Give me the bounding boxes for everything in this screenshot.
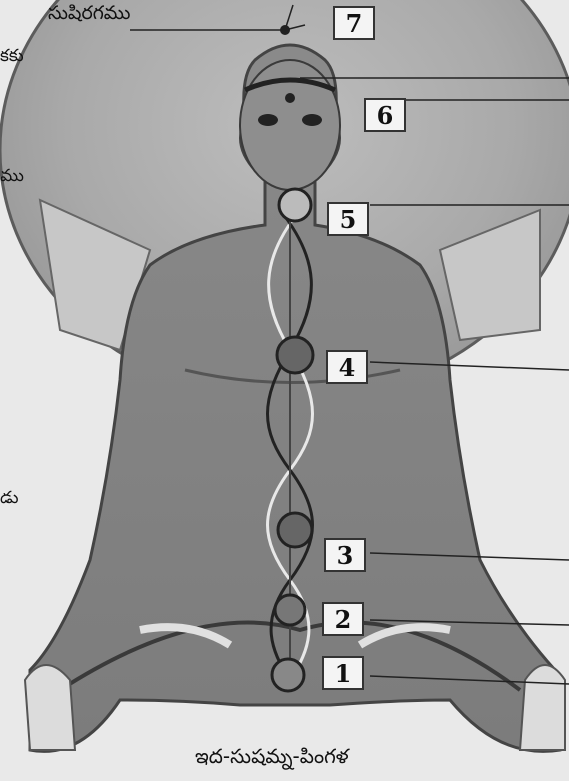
left-eye — [258, 114, 278, 126]
edge-fragment-2: ము — [0, 166, 24, 190]
chakra-disc-1 — [272, 659, 304, 691]
chakra-label-1: 1 — [322, 656, 364, 690]
edge-fragment-3: డు — [0, 488, 18, 512]
edge-fragment-1: కకు — [0, 46, 24, 70]
chakra-disc-4 — [277, 337, 313, 373]
top-label: సుషిరగము — [48, 2, 130, 29]
right-hand — [520, 665, 565, 750]
figure-caption: ఇద-సుషమ్న-పింగళ — [195, 744, 349, 773]
chakra-label-6: 6 — [364, 98, 406, 132]
chakra-label-5: 5 — [327, 202, 369, 236]
right-eye — [302, 114, 322, 126]
chakra-disc-3 — [278, 513, 312, 547]
third-eye — [285, 93, 295, 103]
chakra-label-2: 2 — [322, 602, 364, 636]
chakra-label-7: 7 — [333, 6, 375, 40]
chakra-disc-2 — [275, 595, 305, 625]
chakra-label-4: 4 — [326, 350, 368, 384]
left-hand — [25, 665, 75, 750]
chakra-label-3: 3 — [324, 538, 366, 572]
chakra-disc-5 — [279, 189, 311, 221]
